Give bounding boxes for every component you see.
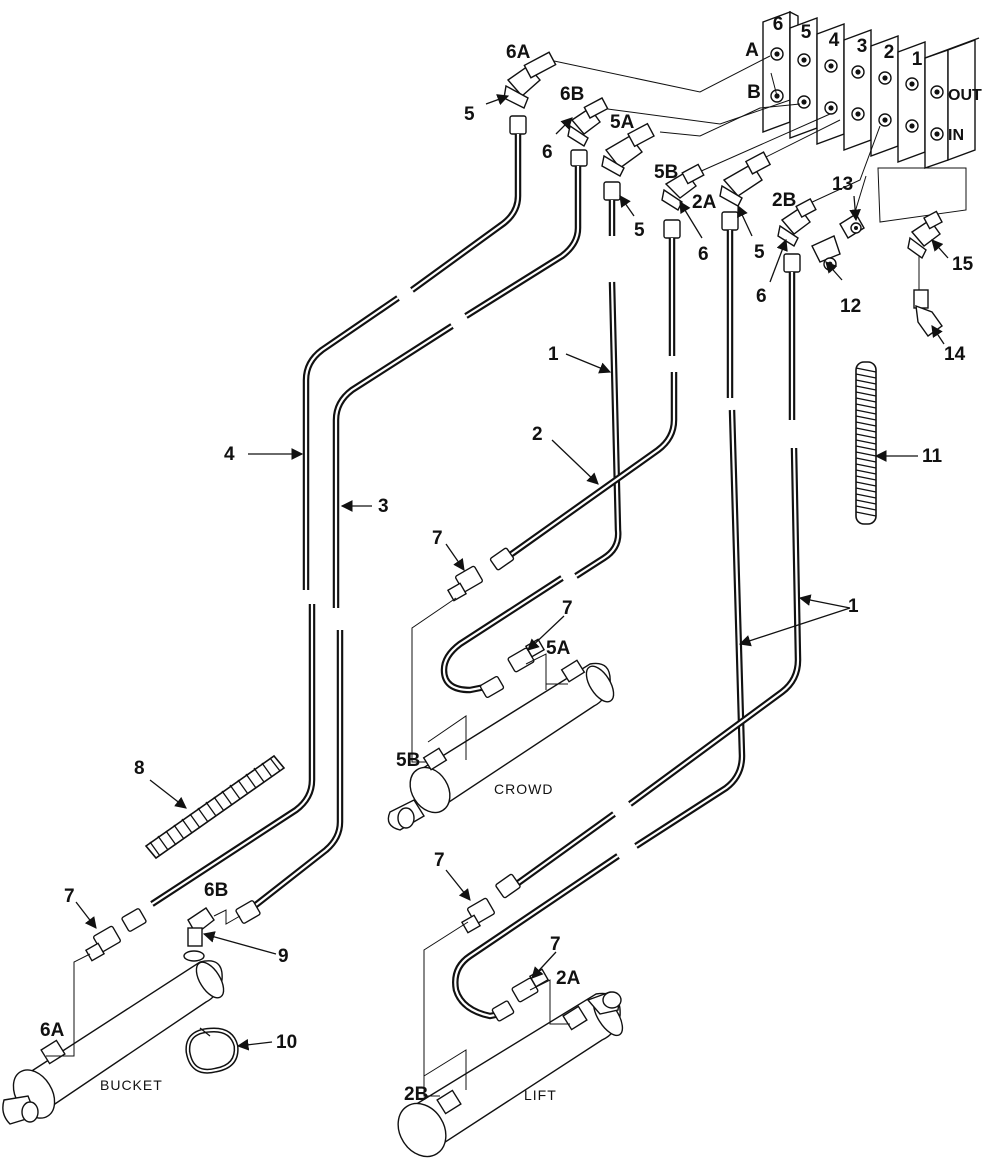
tube-labels: 1 2 4 3 11 1 — [224, 344, 943, 617]
label-tube-4: 4 — [224, 444, 235, 465]
crowd-label-5B: 5B — [396, 750, 420, 771]
fitting-2A-elbow — [719, 151, 772, 207]
label-13: 13 — [832, 174, 853, 195]
lift-label-7a: 7 — [434, 850, 445, 871]
crowd-labels: 7 7 5A 5B CROWD — [396, 528, 573, 797]
label-6A: 6A — [506, 42, 531, 63]
bucket-tube-nuts — [84, 900, 261, 962]
port-b-label: B — [747, 82, 761, 103]
label-6-6B: 6 — [542, 142, 553, 163]
callout-arrows — [75, 94, 949, 1051]
crowd-label-7a: 7 — [432, 528, 443, 549]
label-2B: 2B — [772, 190, 796, 211]
label-hose-11: 11 — [922, 446, 943, 467]
tube-4 — [150, 134, 522, 907]
label-5-2A: 5 — [754, 242, 765, 263]
label-tube-3: 3 — [378, 496, 389, 517]
fitting-15 — [907, 210, 943, 260]
label-tube-2: 2 — [532, 424, 543, 445]
section-label-3: 3 — [857, 36, 868, 57]
label-5-6A: 5 — [464, 104, 475, 125]
fitting-2B-elbow — [777, 197, 817, 248]
lift-label-7b: 7 — [550, 934, 561, 955]
label-2A: 2A — [692, 192, 717, 213]
tube-1-crowd — [440, 200, 622, 694]
fitting-6A-elbow — [503, 51, 557, 109]
label-5A: 5A — [610, 112, 635, 133]
fitting-14 — [913, 289, 943, 337]
lift-cylinder — [397, 991, 624, 1158]
tube-2-crowd — [504, 238, 678, 561]
lift-brackets — [423, 921, 570, 1097]
lift-label-2B: 2B — [404, 1084, 428, 1105]
section-label-2: 2 — [884, 42, 895, 63]
fitting-6B-elbow — [567, 97, 609, 148]
snap-ring-10 — [185, 1027, 239, 1074]
label-6B: 6B — [560, 84, 584, 105]
bucket-label-10: 10 — [276, 1032, 297, 1053]
crowd-brackets — [411, 597, 568, 763]
spring-guard-11 — [855, 361, 877, 525]
lift-name: LIFT — [524, 1087, 557, 1103]
fitting-12 — [811, 235, 841, 271]
label-tube-1-lower: 1 — [848, 596, 859, 617]
label-6-2B: 6 — [756, 286, 767, 307]
tube-1-lift-b — [512, 272, 802, 889]
fitting-5A-elbow — [601, 122, 655, 177]
tube-top-nuts — [509, 115, 801, 273]
lift-labels: 7 7 2A 2B LIFT — [404, 850, 581, 1105]
valve-section-5 — [789, 16, 818, 140]
tube-3 — [249, 166, 582, 911]
fitting-5B-elbow — [661, 163, 705, 212]
bucket-label-6A: 6A — [40, 1020, 65, 1041]
crowd-label-5A: 5A — [546, 638, 571, 659]
fitting-13 — [839, 213, 865, 239]
tube-1-lift-a — [452, 230, 746, 1020]
control-valve: 6 5 4 3 2 1 A B OUT IN — [745, 10, 982, 169]
valve-inlet-section — [924, 37, 980, 169]
bucket-labels: 8 7 6B 9 6A 10 BUCKET — [40, 758, 297, 1093]
bucket-brackets — [46, 909, 241, 1057]
crowd-name: CROWD — [494, 781, 553, 797]
bucket-label-7: 7 — [64, 886, 75, 907]
lift-label-2A: 2A — [556, 968, 581, 989]
port-a-label: A — [745, 40, 759, 61]
bucket-label-8: 8 — [134, 758, 145, 779]
upper-fitting-labels: 6A 6B 5A 5B 2A 2B 5 6 5 6 5 6 13 12 15 1… — [464, 42, 974, 365]
valve-section-2 — [870, 34, 899, 158]
bucket-name: BUCKET — [100, 1077, 163, 1093]
label-6-5B: 6 — [698, 244, 709, 265]
label-14: 14 — [944, 344, 966, 365]
bucket-label-9: 9 — [278, 946, 289, 967]
crowd-label-7b: 7 — [562, 598, 573, 619]
lift-tube-nuts — [460, 873, 550, 1022]
bucket-cylinder — [2, 950, 225, 1125]
label-tube-1-upper: 1 — [548, 344, 559, 365]
section-label-6: 6 — [773, 14, 784, 35]
label-12: 12 — [840, 296, 861, 317]
out-port-label: OUT — [948, 87, 982, 104]
section-label-1: 1 — [912, 49, 923, 70]
crowd-cylinder — [387, 659, 615, 831]
bucket-label-6B: 6B — [204, 880, 228, 901]
port-leader-lines — [539, 55, 967, 223]
in-port-label: IN — [948, 127, 964, 144]
elbow-fitting-9 — [187, 907, 215, 947]
section-label-5: 5 — [801, 22, 812, 43]
label-15: 15 — [952, 254, 974, 275]
section-label-4: 4 — [829, 30, 840, 51]
label-5B: 5B — [654, 162, 678, 183]
label-5-5A: 5 — [634, 220, 645, 241]
spring-guard-8 — [144, 754, 286, 860]
